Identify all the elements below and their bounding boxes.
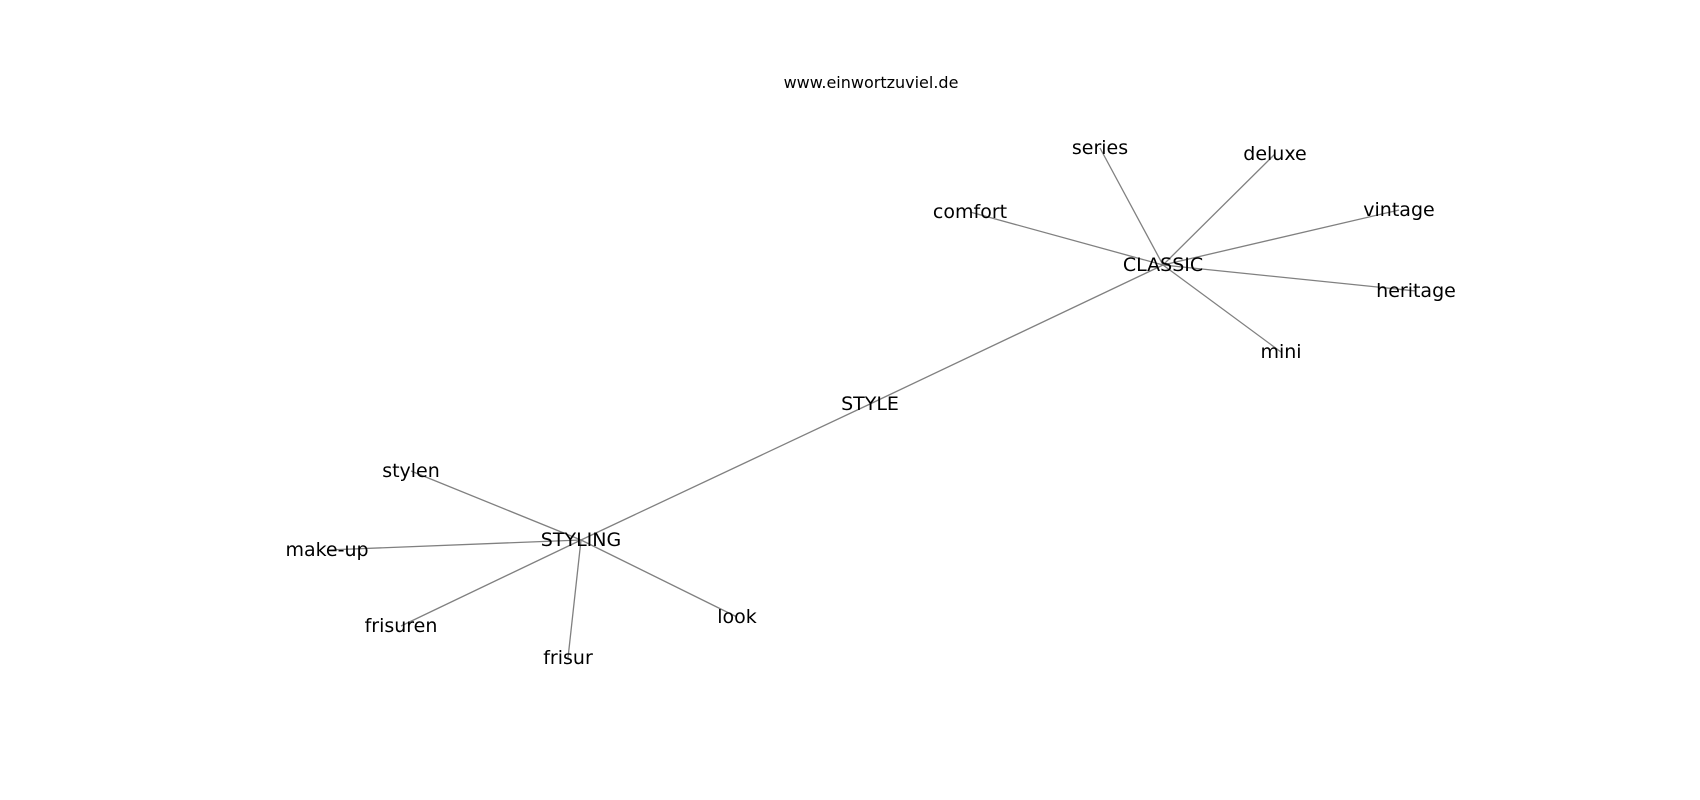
edge-classic-comfort <box>969 211 1164 266</box>
edge-classic-heritage <box>1162 264 1417 292</box>
edge-classic-series <box>1099 147 1164 266</box>
nodes-layer: STYLE CLASSIC STYLING series deluxe comfort vi… <box>285 137 1455 669</box>
edge-classic-deluxe <box>1162 153 1276 266</box>
node-label-deluxe: deluxe <box>1243 143 1306 165</box>
edge-styling-frisur <box>567 539 582 659</box>
edge-styling-frisuren <box>400 539 582 627</box>
node-label-vintage: vintage <box>1363 199 1434 221</box>
node-label-mini: mini <box>1260 341 1301 363</box>
node-label-frisur: frisur <box>543 647 593 669</box>
node-label-comfort: comfort <box>933 201 1007 223</box>
node-label-look: look <box>717 606 757 628</box>
node-label-classic: CLASSIC <box>1123 254 1203 276</box>
edge-classic-mini <box>1162 264 1282 353</box>
edges-layer <box>326 147 1417 659</box>
edge-style-styling <box>580 403 871 541</box>
node-label-heritage: heritage <box>1376 280 1456 302</box>
edge-styling-make-up <box>326 539 582 551</box>
edge-styling-look <box>580 539 738 618</box>
edge-styling-stylen <box>410 470 582 541</box>
site-title: www.einwortzuviel.de <box>784 73 959 92</box>
node-label-stylen: stylen <box>382 460 440 482</box>
node-label-frisuren: frisuren <box>365 615 438 637</box>
edge-classic-vintage <box>1162 209 1400 266</box>
node-label-styling: STYLING <box>541 529 621 551</box>
node-label-series: series <box>1072 137 1128 159</box>
node-label-style: STYLE <box>841 393 899 415</box>
node-label-make-up: make-up <box>285 539 368 561</box>
edge-style-classic <box>869 264 1164 405</box>
